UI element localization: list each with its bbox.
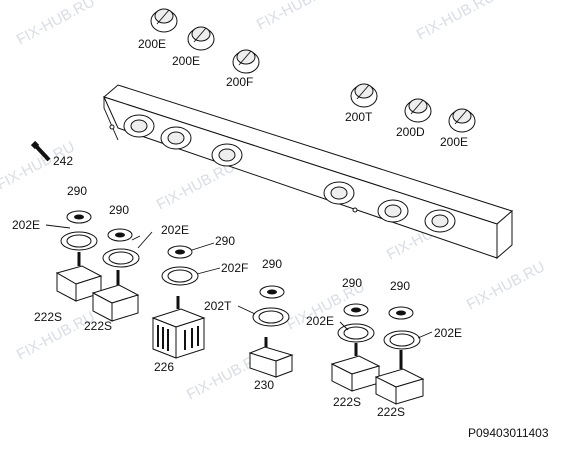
switch-222S-d [374,350,425,405]
knob-200E-a [150,8,178,33]
label-290-d: 290 [262,257,282,271]
disc-290-d [259,285,285,299]
label-222S-c: 222S [333,395,361,409]
watermark: FIX-HUB.RU [464,258,548,313]
knob-200E-b [187,26,215,51]
label-202F: 202F [221,261,248,275]
label-222S-b: 222S [84,319,112,333]
label-226: 226 [154,360,174,374]
watermark: FIX-HUB.RU [154,158,238,213]
switch-222S-c [330,343,381,392]
ring-202E-d [383,330,421,350]
disc-290-e [343,303,369,317]
ring-202E-b [102,248,140,268]
watermark: FIX-HUB.RU [254,0,338,34]
control-panel [102,84,514,260]
watermark: FIX-HUB.RU [414,0,498,44]
label-230: 230 [254,378,274,392]
ring-202E-a [60,231,98,251]
label-202E-d: 202E [434,326,462,340]
disc-290-a [66,210,92,224]
label-202E-c: 202E [306,314,334,328]
label-202E-a: 202E [12,218,40,232]
drawing-code: P09403011403 [468,426,549,440]
label-290-c: 290 [215,234,235,248]
label-202T: 202T [204,299,232,313]
knob-200E-c [448,108,476,133]
label-200T: 200T [345,110,373,124]
knob-200T [350,83,378,108]
thermostat-226 [151,296,206,359]
ring-202E-c [337,323,375,343]
screw-242 [30,140,51,162]
label-200D: 200D [396,125,425,139]
label-200E-a: 200E [138,37,166,51]
disc-290-f [388,306,414,320]
disc-290-c [167,245,193,259]
switch-230 [248,337,294,378]
label-290-b: 290 [109,203,129,217]
switch-222S-b [91,270,140,322]
ring-202F [161,266,199,286]
ring-202T [252,307,290,327]
label-242: 242 [53,154,73,168]
label-290-e: 290 [342,276,362,290]
knob-200F [232,49,260,74]
part-labels: 200E 200E 200F 200T 200D 200E 242 290 29… [12,37,468,419]
disc-290-b [107,228,133,242]
label-290-a: 290 [67,184,87,198]
label-200E-b: 200E [172,54,200,68]
label-200E-c: 200E [440,135,468,149]
label-222S-d: 222S [377,405,405,419]
watermark: FIX-HUB.RU [14,0,98,49]
label-200F: 200F [226,75,253,89]
label-222S-a: 222S [34,310,62,324]
leader-lines [45,224,433,339]
label-290-f: 290 [390,279,410,293]
label-202E-b: 202E [161,223,189,237]
knob-200D [404,98,432,123]
